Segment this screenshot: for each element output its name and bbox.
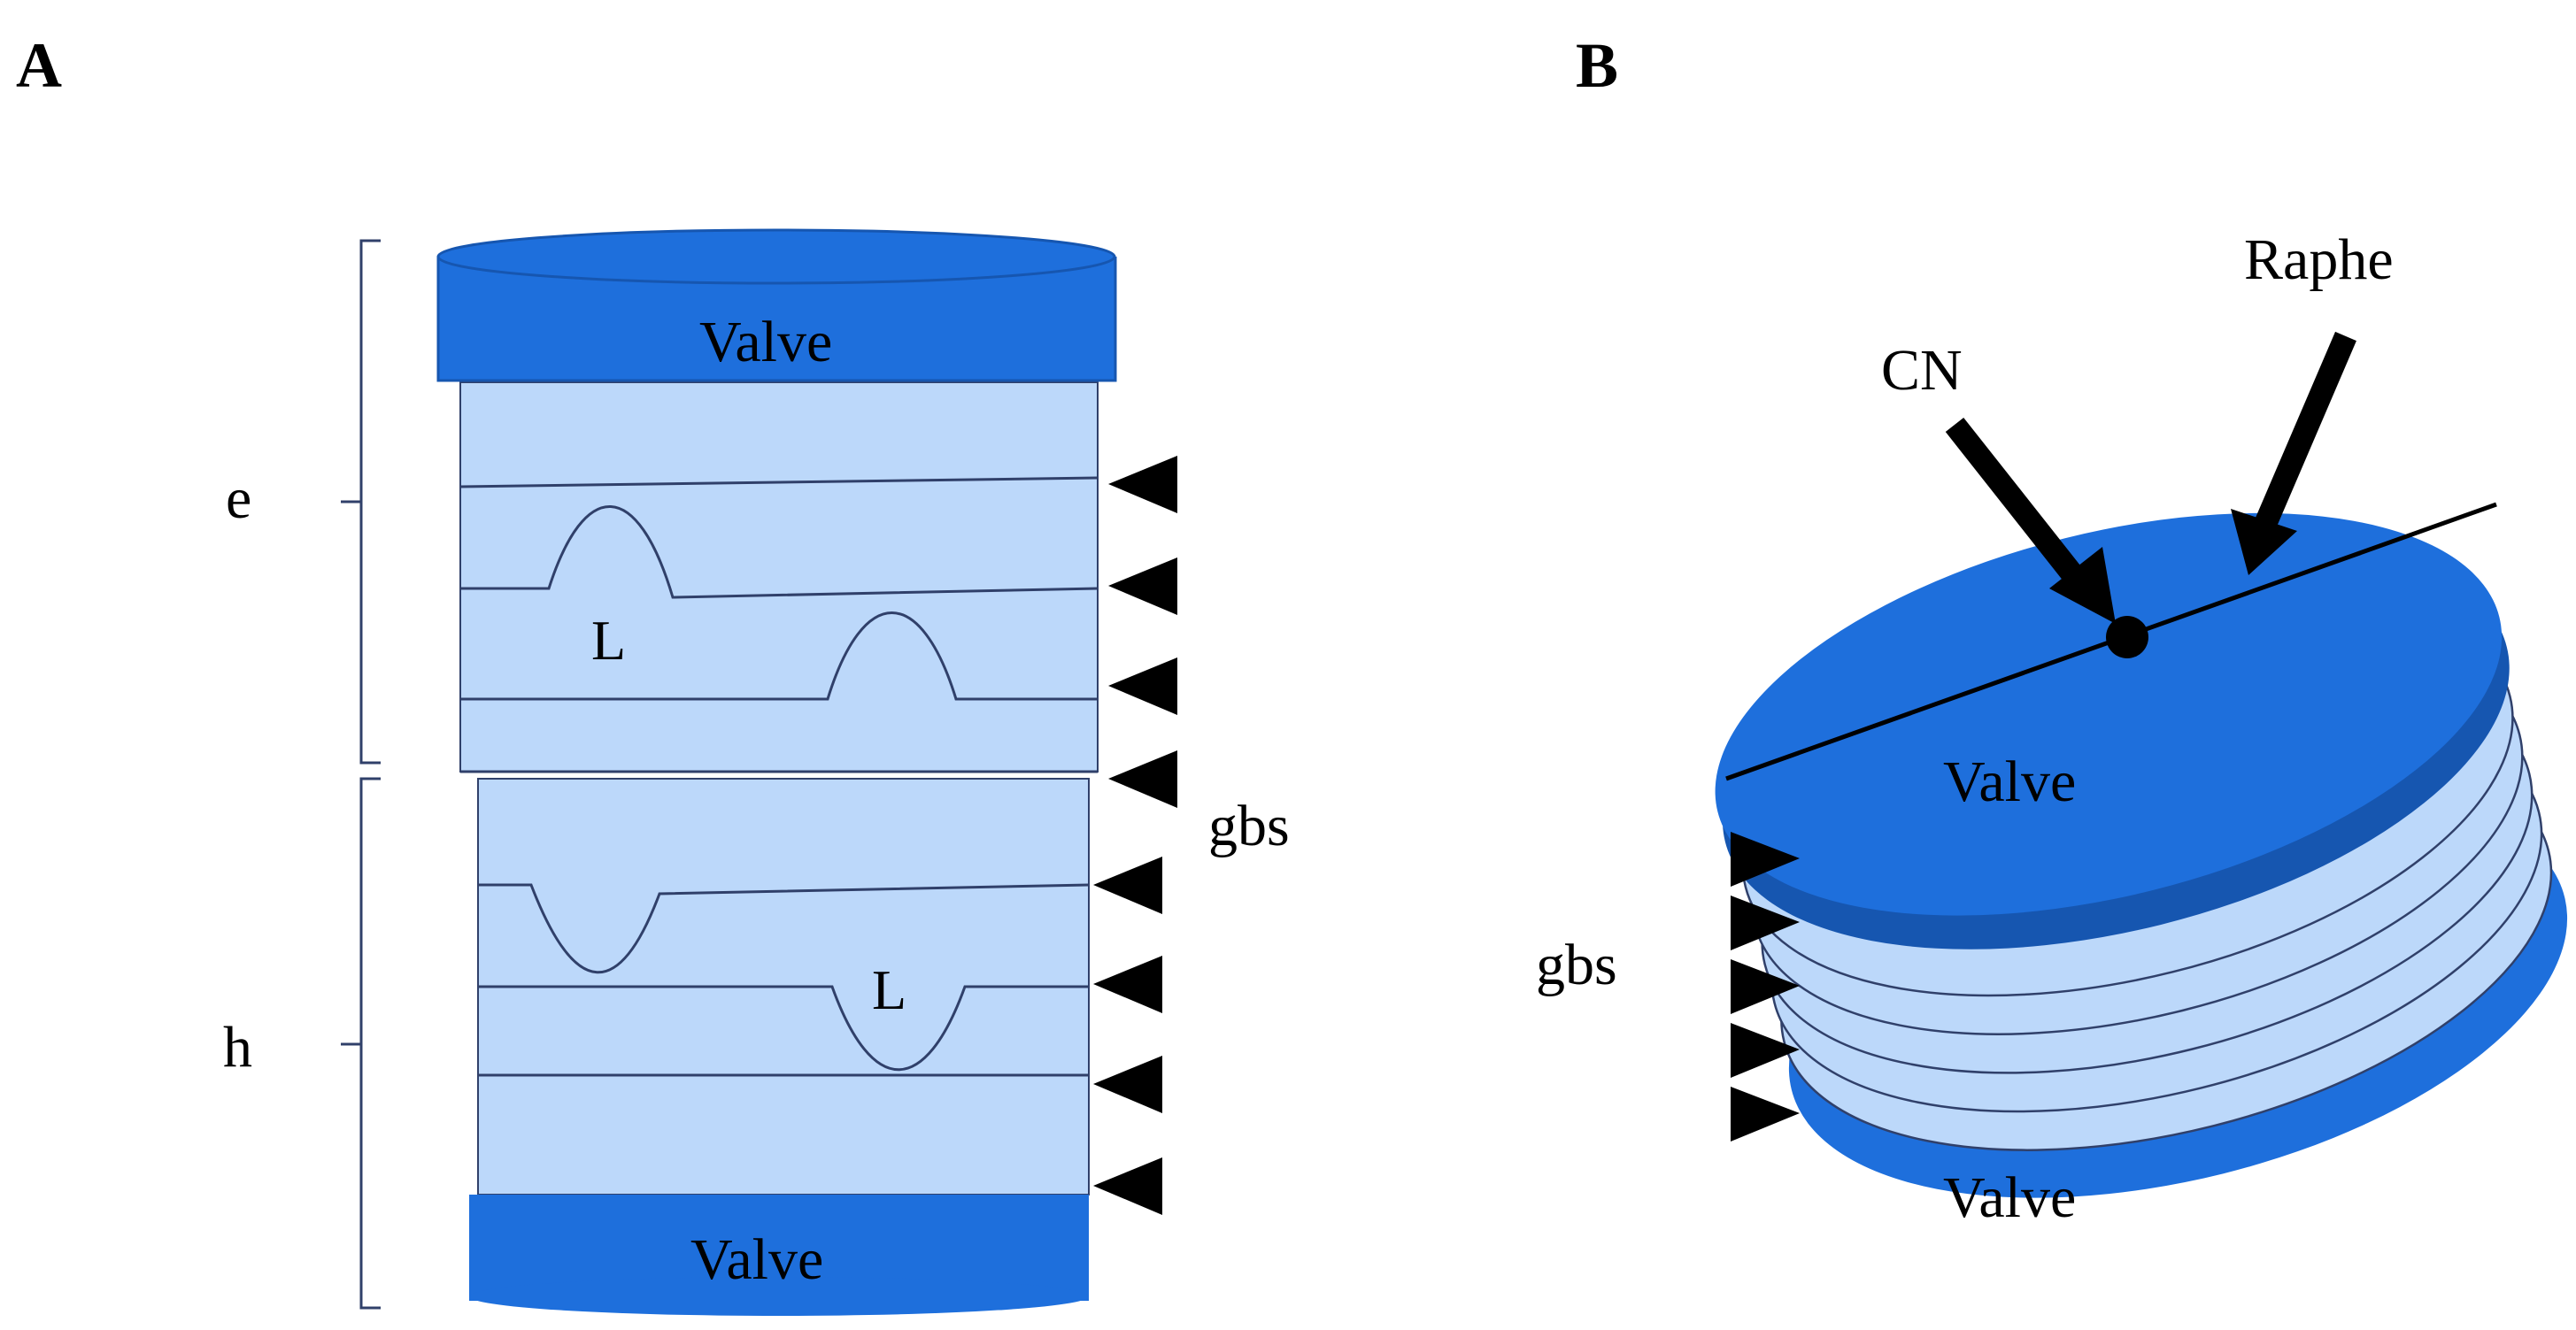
panel-a-letter: A (16, 30, 62, 101)
top-valve-label: Valve (699, 310, 832, 374)
top-valve-label: Valve (1943, 750, 2076, 814)
girdle-band-marker (1731, 1087, 1800, 1142)
panel-a-frustule (436, 228, 1117, 1316)
bottom-valve-label: Valve (1943, 1165, 2076, 1230)
arrow-head (2231, 509, 2297, 575)
central-nodule-arrow (1945, 417, 2116, 624)
band-seam-ligula (460, 505, 1099, 599)
girdle-band-marker (1731, 1023, 1800, 1078)
girdle-band-marker (1108, 557, 1177, 615)
band-seam-ligula (478, 985, 1089, 1071)
girdle-band-marker (1108, 456, 1177, 513)
ligula-label: L (872, 958, 906, 1021)
epitheca-band-body (459, 381, 1099, 773)
girdle-band-marker (1731, 832, 1800, 887)
raphe-arrow (2231, 331, 2356, 575)
band-seam (459, 476, 1099, 488)
hypotheca-brace (341, 777, 381, 1310)
panel-b-letter: B (1576, 30, 1618, 101)
arrow-head (2049, 547, 2116, 624)
top-valve (1715, 512, 2503, 916)
central-nodule-label: CN (1881, 338, 1963, 403)
top-valve-outline (436, 257, 1117, 382)
central-nodule (2106, 616, 2148, 658)
girdle-band-marker (1093, 857, 1162, 914)
epitheca-brace (341, 239, 381, 765)
raphe-label: Raphe (2244, 227, 2394, 292)
hypotheca-label: h (223, 1015, 252, 1080)
girdle-band-label: gbs (1208, 794, 1290, 858)
girdle-band-marker (1093, 1157, 1162, 1215)
girdle-band-markers-b (1731, 832, 1800, 1142)
girdle-band-marker (1108, 750, 1177, 808)
girdle-band-marker (1731, 959, 1800, 1014)
girdle-band-marker (1731, 896, 1800, 950)
girdle-band-marker (1093, 956, 1162, 1013)
ligula-label: L (591, 609, 626, 672)
girdle-band-marker (1108, 657, 1177, 715)
band-seam-ligula (478, 883, 1090, 974)
girdle-band-marker (1093, 1056, 1162, 1113)
band-seam-ligula (460, 611, 1098, 701)
girdle-band-label-b: gbs (1536, 933, 1617, 997)
panel-b-frustule (1715, 512, 2568, 1198)
girdle-band-markers (1093, 456, 1177, 1215)
bottom-valve-rim (469, 1277, 1089, 1316)
arrow-shaft (1945, 417, 2090, 592)
epitheca-label: e (226, 466, 251, 531)
arrow-shaft (2256, 331, 2356, 527)
bottom-valve-label: Valve (690, 1227, 823, 1292)
top-valve-rim (436, 228, 1116, 285)
